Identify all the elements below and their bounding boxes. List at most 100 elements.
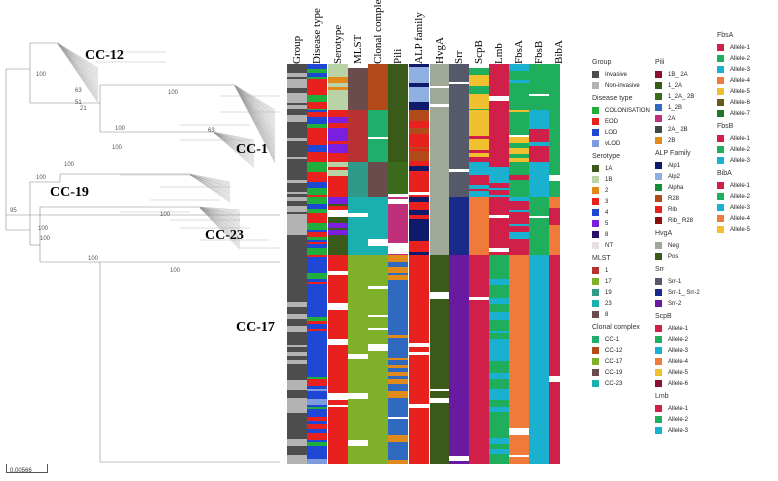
heatmap-cell bbox=[328, 119, 348, 123]
heatmap-cell bbox=[368, 422, 388, 428]
heatmap-cell bbox=[328, 379, 348, 386]
heatmap-cell bbox=[328, 139, 348, 141]
heatmap-cell bbox=[409, 401, 429, 404]
heatmap-cell bbox=[430, 328, 450, 331]
heatmap-cell bbox=[348, 206, 368, 213]
heatmap-cell bbox=[489, 183, 509, 188]
heatmap-cell bbox=[307, 152, 327, 155]
heatmap-cell bbox=[388, 79, 408, 82]
heatmap-cell bbox=[307, 128, 327, 133]
heatmap-cell bbox=[509, 210, 529, 212]
bootstrap-value: 95 bbox=[10, 208, 17, 214]
heatmap-cell bbox=[509, 90, 529, 93]
heatmap-cell bbox=[509, 208, 529, 210]
heatmap-cell bbox=[529, 220, 549, 226]
heatmap-cell bbox=[469, 233, 489, 240]
heatmap-cell bbox=[307, 339, 327, 343]
heatmap-cell bbox=[348, 327, 368, 334]
heatmap-cell bbox=[307, 329, 327, 331]
heatmap-cell bbox=[430, 461, 450, 464]
heatmap-cell bbox=[430, 74, 450, 78]
heatmap-cell bbox=[469, 380, 489, 387]
legend-title: Lmb bbox=[655, 393, 669, 400]
heatmap-cell bbox=[348, 287, 368, 292]
heatmap-cell bbox=[509, 372, 529, 374]
heatmap-cell bbox=[307, 331, 327, 334]
heatmap-cell bbox=[287, 88, 307, 90]
heatmap-cell bbox=[328, 278, 348, 282]
heatmap-cell bbox=[449, 120, 469, 127]
legend-label: Allele-4 bbox=[730, 77, 751, 84]
heatmap-cell bbox=[549, 398, 560, 400]
heatmap-cell bbox=[307, 133, 327, 137]
heatmap-cell bbox=[287, 358, 307, 360]
legend-item: 8 bbox=[592, 229, 658, 240]
heatmap-cell bbox=[287, 367, 307, 374]
heatmap-cell bbox=[469, 387, 489, 393]
heatmap-cell bbox=[409, 326, 429, 333]
legend-swatch bbox=[592, 358, 599, 365]
heatmap-cell bbox=[430, 88, 450, 93]
heatmap-cell bbox=[328, 416, 348, 420]
legend-swatch bbox=[592, 311, 599, 318]
heatmap-cell bbox=[287, 183, 307, 189]
heatmap-cell bbox=[388, 133, 408, 137]
heatmap-cell bbox=[509, 398, 529, 405]
heatmap-cell bbox=[368, 446, 388, 451]
heatmap-cell bbox=[549, 162, 560, 167]
heatmap-cell bbox=[529, 108, 549, 110]
heatmap-cell bbox=[328, 282, 348, 287]
heatmap-cell bbox=[307, 324, 327, 327]
heatmap-cell bbox=[328, 206, 348, 210]
heatmap-cell bbox=[529, 172, 549, 174]
heatmap-cell bbox=[529, 381, 549, 383]
heatmap-cell bbox=[409, 215, 429, 219]
heatmap-cell bbox=[287, 239, 307, 244]
heatmap-cell bbox=[469, 189, 489, 191]
heatmap-cell bbox=[328, 160, 348, 162]
heatmap-cell bbox=[307, 282, 327, 284]
heatmap-cell bbox=[307, 166, 327, 172]
heatmap-cell bbox=[409, 185, 429, 192]
heatmap-cell bbox=[489, 371, 509, 373]
heatmap-cell bbox=[509, 180, 529, 185]
legend-swatch bbox=[655, 300, 662, 307]
heatmap-cell bbox=[409, 416, 429, 422]
heatmap-cell bbox=[307, 405, 327, 407]
heatmap-cell bbox=[388, 209, 408, 211]
heatmap-cell bbox=[489, 318, 509, 320]
heatmap-cell bbox=[509, 135, 529, 137]
tree-tip bbox=[234, 84, 276, 123]
legend-item: 17 bbox=[592, 276, 658, 287]
heatmap-cell bbox=[449, 197, 469, 203]
heatmap-cell bbox=[489, 342, 509, 346]
heatmap-cell bbox=[368, 206, 388, 212]
heatmap-cell bbox=[388, 87, 408, 91]
heatmap-cell bbox=[549, 419, 560, 426]
heatmap-cell bbox=[430, 278, 450, 282]
heatmap-cell bbox=[368, 168, 388, 170]
heatmap-cell bbox=[388, 123, 408, 128]
heatmap-cell bbox=[368, 264, 388, 270]
tree-tip bbox=[213, 131, 255, 159]
heatmap-cell bbox=[307, 121, 327, 124]
heatmap-cell bbox=[307, 291, 327, 295]
heatmap-cell bbox=[509, 83, 529, 88]
heatmap-cell bbox=[388, 148, 408, 155]
legend-label: Allele-6 bbox=[668, 380, 689, 387]
heatmap-cell bbox=[469, 328, 489, 333]
legend-label: 19 bbox=[605, 289, 612, 296]
legend-label: Srr-1 bbox=[668, 278, 682, 285]
heatmap-cell bbox=[449, 151, 469, 157]
heatmap-cell bbox=[409, 458, 429, 461]
heatmap-cell bbox=[489, 346, 509, 353]
heatmap-cell bbox=[489, 395, 509, 400]
legend-label: 17 bbox=[605, 278, 612, 285]
heatmap-cell bbox=[529, 249, 549, 252]
heatmap-cell bbox=[430, 441, 450, 445]
heatmap-cell bbox=[287, 439, 307, 446]
heatmap-cell bbox=[307, 307, 327, 313]
heatmap-cell bbox=[509, 234, 529, 239]
heatmap-cell bbox=[449, 104, 469, 110]
heatmap-cell bbox=[388, 243, 408, 247]
